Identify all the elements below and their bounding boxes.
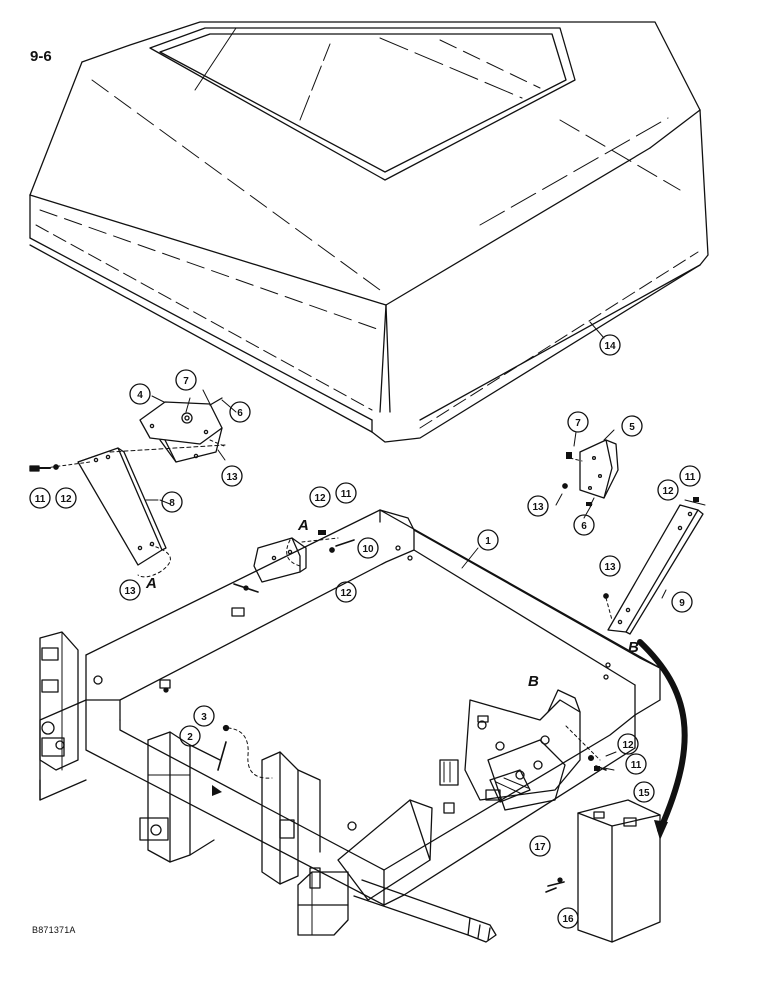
location-arrow [637, 639, 688, 833]
callout-label: 4 [137, 390, 143, 401]
callout-circle-12c [335, 581, 357, 603]
callout-label: 7 [183, 376, 189, 387]
rear-mount-bracket [253, 530, 355, 583]
callout-circles [29, 334, 701, 929]
callout-labels: 1 2 3 4 5 6 6 7 7 8 9 10 11 11 11 11 12 … [35, 341, 696, 925]
callout-label: 11 [685, 472, 696, 483]
callout-circle-7b [567, 411, 589, 433]
callout-circle-12d [657, 479, 679, 501]
callout-label: 15 [638, 788, 650, 799]
drawbar-tongue [297, 799, 497, 943]
callout-circle-11b [335, 482, 357, 504]
callout-label: 6 [581, 521, 587, 532]
callout-label: 10 [362, 544, 374, 555]
bracket-part-4 [139, 397, 225, 463]
callout-circle-14 [599, 334, 621, 356]
roof-canopy-part-14 [29, 21, 709, 443]
callout-label: 8 [169, 498, 175, 509]
callout-label: 12 [662, 486, 674, 497]
callout-circle-4 [129, 383, 151, 405]
callout-circle-15 [633, 781, 655, 803]
callout-circle-2 [179, 725, 201, 747]
callout-label: 13 [226, 472, 238, 483]
left-mast-upright [139, 731, 221, 863]
callout-circle-16 [557, 907, 579, 929]
callout-circle-12b [309, 486, 331, 508]
callout-circle-3 [193, 705, 215, 727]
callout-circle-10 [357, 537, 379, 559]
callout-circle-12a [55, 487, 77, 509]
callout-label: 14 [604, 341, 616, 352]
callout-circle-6a [229, 401, 251, 423]
callout-label: 9 [679, 598, 685, 609]
callout-label: 13 [532, 502, 544, 513]
callout-circle-13b [119, 579, 141, 601]
callout-label: 12 [314, 493, 326, 504]
callout-label: 17 [534, 842, 546, 853]
center-upright [212, 724, 357, 885]
main-frame-part-1 [39, 509, 661, 906]
detail-letter-b: B [528, 673, 539, 690]
callout-circle-11c [679, 465, 701, 487]
callout-circle-5 [621, 415, 643, 437]
right-pedal-bracket-assembly [439, 689, 607, 814]
callout-label: 1 [485, 536, 491, 547]
angle-brace-part-9 [603, 497, 706, 635]
callout-circle-13a [221, 465, 243, 487]
callout-circle-7a [175, 369, 197, 391]
detail-letter-a: A [297, 517, 309, 534]
callout-circle-12e [617, 733, 639, 755]
callout-label: 11 [35, 494, 46, 505]
callout-circle-11d [625, 753, 647, 775]
callout-circle-13c [527, 495, 549, 517]
callout-label: 16 [562, 914, 574, 925]
callout-label: 11 [631, 760, 642, 771]
callout-circle-1 [477, 529, 499, 551]
bolt-washer-left [29, 464, 59, 472]
callout-label: 6 [237, 408, 243, 419]
callout-circle-9 [671, 591, 693, 613]
callout-label: 12 [622, 740, 634, 751]
callout-circle-8 [161, 491, 183, 513]
angle-brace-part-8 [44, 444, 226, 578]
callout-leaders [151, 389, 667, 771]
bracket-part-5 [562, 439, 619, 507]
detail-letters: A A B B [145, 517, 639, 690]
callout-label: 11 [341, 489, 352, 500]
callout-label: 12 [60, 494, 72, 505]
page-number: 9-6 [30, 48, 52, 65]
callout-label: 2 [187, 732, 193, 743]
callout-circle-13d [599, 555, 621, 577]
detail-letter-b: B [628, 639, 639, 656]
left-hitch-plates [39, 631, 79, 771]
callout-circle-11a [29, 487, 51, 509]
figure-code: B871371A [32, 925, 76, 935]
callout-label: 7 [575, 418, 581, 429]
callout-label: 3 [201, 712, 207, 723]
callout-label: 13 [124, 586, 136, 597]
callout-label: 13 [604, 562, 616, 573]
callout-circle-17 [529, 835, 551, 857]
callout-label: 5 [629, 422, 635, 433]
detail-letter-a: A [145, 575, 157, 592]
battery-box-part-15 [545, 799, 661, 943]
callout-label: 12 [340, 588, 352, 599]
callout-circle-6b [573, 514, 595, 536]
